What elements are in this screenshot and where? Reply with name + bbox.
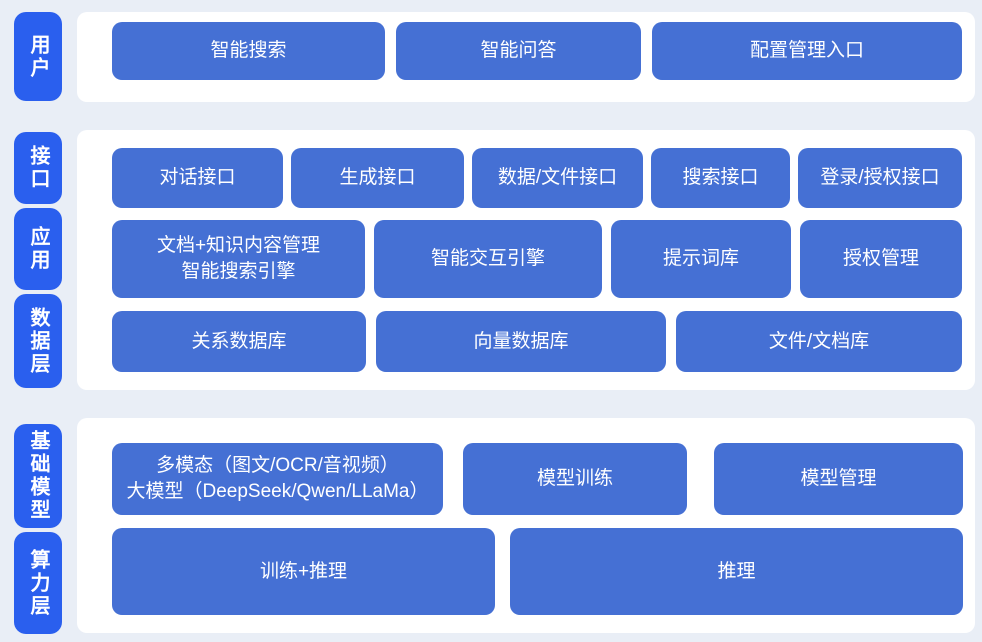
- data-row: 关系数据库 向量数据库 文件/文档库: [112, 311, 962, 372]
- block-multimodal-llm: 多模态（图文/OCR/音视频） 大模型（DeepSeek/Qwen/LLaMa）: [112, 443, 443, 515]
- compute-row: 训练+推理 推理: [112, 528, 963, 615]
- block-login-auth-api: 登录/授权接口: [798, 148, 962, 208]
- block-text-line: 多模态（图文/OCR/音视频）: [156, 455, 399, 477]
- side-label-base-model: 基础模型: [14, 424, 62, 528]
- block-prompt-library: 提示词库: [611, 220, 791, 298]
- block-smart-search: 智能搜索: [112, 22, 385, 80]
- application-row: 文档+知识内容管理 智能搜索引擎 智能交互引擎 提示词库 授权管理: [112, 220, 962, 298]
- panel-model-layers: 多模态（图文/OCR/音视频） 大模型（DeepSeek/Qwen/LLaMa）…: [77, 418, 975, 633]
- block-inference: 推理: [510, 528, 963, 615]
- block-config-management-entry: 配置管理入口: [652, 22, 962, 80]
- block-interactive-engine: 智能交互引擎: [374, 220, 602, 298]
- block-relational-db: 关系数据库: [112, 311, 366, 372]
- block-model-training: 模型训练: [463, 443, 687, 515]
- block-text-line: 文档+知识内容管理: [156, 235, 321, 257]
- interface-row: 对话接口 生成接口 数据/文件接口 搜索接口 登录/授权接口: [112, 148, 962, 208]
- block-file-document-db: 文件/文档库: [676, 311, 962, 372]
- block-text-line: 智能搜索引擎: [181, 261, 296, 282]
- side-label-data-layer: 数据层: [14, 294, 62, 388]
- base-model-row: 多模态（图文/OCR/音视频） 大模型（DeepSeek/Qwen/LLaMa）…: [112, 443, 963, 515]
- block-smart-qa: 智能问答: [396, 22, 641, 80]
- side-label-interface: 接口: [14, 132, 62, 204]
- block-text-line: 大模型（DeepSeek/Qwen/LLaMa）: [126, 481, 429, 502]
- block-vector-db: 向量数据库: [376, 311, 666, 372]
- block-model-management: 模型管理: [714, 443, 963, 515]
- block-training-inference: 训练+推理: [112, 528, 495, 615]
- side-label-user: 用户: [14, 12, 62, 101]
- panel-middle-layers: 对话接口 生成接口 数据/文件接口 搜索接口 登录/授权接口 文档+知识内容管理…: [77, 130, 975, 390]
- block-dialog-api: 对话接口: [112, 148, 283, 208]
- block-auth-management: 授权管理: [800, 220, 962, 298]
- side-label-compute-layer: 算力层: [14, 532, 62, 634]
- block-search-api: 搜索接口: [651, 148, 790, 208]
- block-generation-api: 生成接口: [291, 148, 464, 208]
- panel-user-layer: 智能搜索 智能问答 配置管理入口: [77, 12, 975, 102]
- block-doc-knowledge-management: 文档+知识内容管理 智能搜索引擎: [112, 220, 365, 298]
- user-layer-row: 智能搜索 智能问答 配置管理入口: [112, 22, 962, 80]
- block-data-file-api: 数据/文件接口: [472, 148, 643, 208]
- side-label-application: 应用: [14, 208, 62, 290]
